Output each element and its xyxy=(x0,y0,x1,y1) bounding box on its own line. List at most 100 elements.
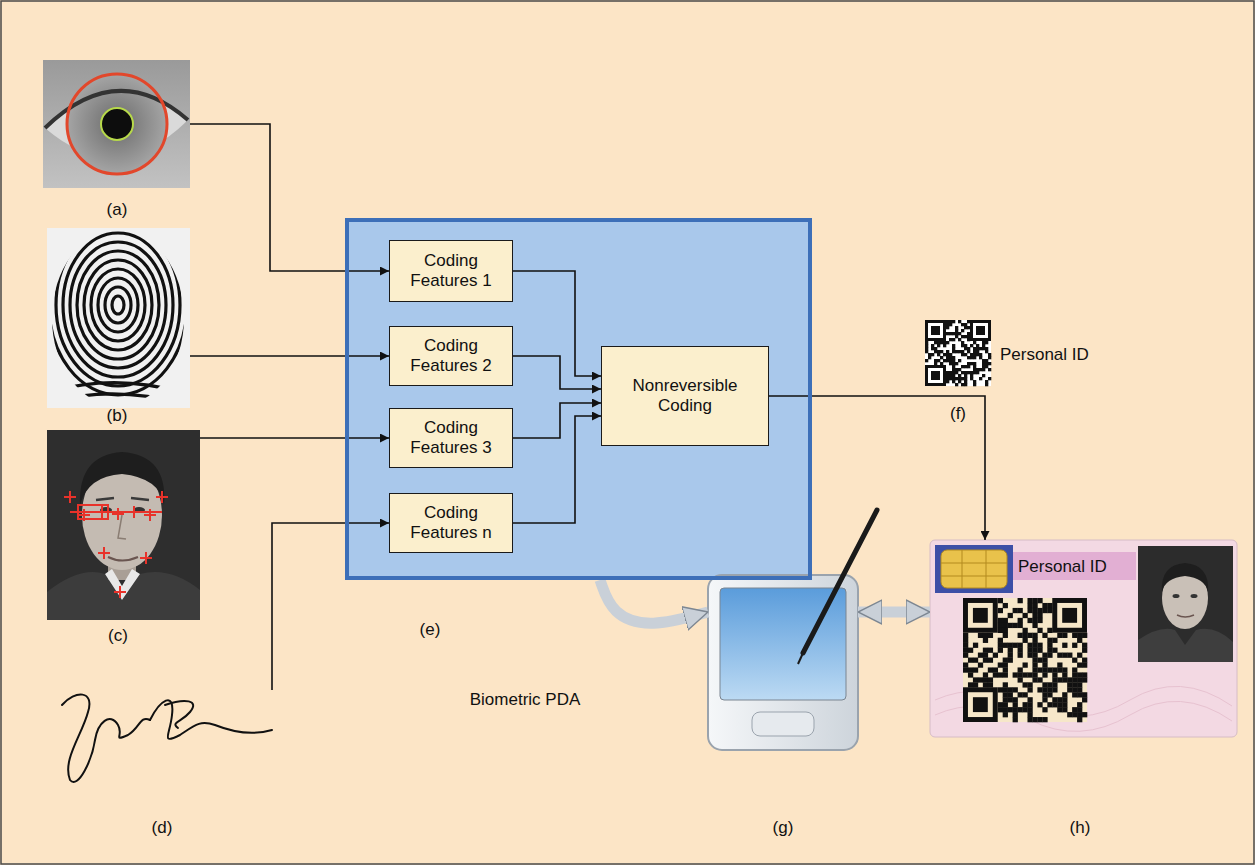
code-icon xyxy=(952,332,955,335)
fingerprint-photo xyxy=(47,228,190,408)
id-card-drawing xyxy=(1042,687,1047,692)
id-card-drawing xyxy=(1047,653,1052,658)
fingerprint-photo xyxy=(91,269,145,341)
id-card-drawing xyxy=(1018,618,1023,623)
id-card-drawing xyxy=(1003,643,1008,648)
id-card-drawing xyxy=(1042,603,1047,608)
code-icon xyxy=(988,368,991,371)
id-card-drawing xyxy=(1032,643,1037,648)
id-card-drawing xyxy=(1072,633,1077,638)
id-card-drawing xyxy=(1042,697,1047,702)
id-card-drawing xyxy=(1027,687,1032,692)
code-icon xyxy=(958,332,961,335)
id-card-drawing xyxy=(968,648,973,653)
id-card-drawing xyxy=(1067,653,1072,658)
signature-drawing xyxy=(150,700,272,739)
id-card-drawing xyxy=(1027,702,1032,707)
id-card-drawing xyxy=(1067,712,1072,717)
code-icon xyxy=(988,362,991,365)
id-card-drawing xyxy=(1027,697,1032,702)
id-card-drawing xyxy=(983,648,988,653)
id-card-drawing xyxy=(1032,662,1037,667)
code-icon xyxy=(979,377,982,380)
code-icon xyxy=(982,344,985,347)
id-card-drawing xyxy=(1072,712,1077,717)
pda-device: (g) xyxy=(708,575,858,750)
face-photo xyxy=(144,509,156,521)
code-icon xyxy=(946,377,949,380)
face-photo xyxy=(80,452,164,505)
box-label: Coding Features 3 xyxy=(397,418,505,459)
id-card-drawing xyxy=(1032,648,1037,653)
id-card-drawing xyxy=(1062,677,1067,682)
id-card-drawing xyxy=(1013,687,1018,692)
code-icon xyxy=(961,329,964,332)
id-card-drawing xyxy=(1052,672,1057,677)
id-card-drawing xyxy=(968,682,973,687)
code-icon xyxy=(970,362,973,365)
id-card-drawing xyxy=(998,638,1003,643)
code-icon xyxy=(934,359,937,362)
code-icon xyxy=(982,365,985,368)
id-card-drawing xyxy=(1062,697,1067,702)
id-card-drawing xyxy=(1003,658,1008,663)
code-icon xyxy=(973,353,976,356)
id-card-drawing xyxy=(983,672,988,677)
code-icon xyxy=(982,359,985,362)
fingerprint-photo xyxy=(49,215,190,406)
code-icon xyxy=(967,326,970,329)
id-card-drawing xyxy=(1042,707,1047,712)
id-card-drawing xyxy=(1003,623,1008,628)
face-photo xyxy=(78,509,90,521)
id-card-drawing xyxy=(1042,608,1047,613)
code-icon xyxy=(988,377,991,380)
id-card-drawing xyxy=(998,672,1003,677)
id-card-drawing xyxy=(1173,594,1180,598)
id-card-drawing xyxy=(1057,662,1062,667)
id-card-drawing xyxy=(963,643,968,648)
iris-image: (a) xyxy=(43,60,190,188)
code-icon xyxy=(985,347,988,350)
id-card-drawing xyxy=(963,598,1087,722)
face-photo xyxy=(47,430,200,620)
code-icon xyxy=(940,356,943,359)
code-icon xyxy=(973,383,976,386)
face-photo xyxy=(96,498,149,500)
flow-arrow xyxy=(272,523,389,690)
id-card-drawing xyxy=(1003,667,1008,672)
id-card-drawing xyxy=(1077,707,1082,712)
iris-photo xyxy=(67,74,167,174)
id-card-drawing xyxy=(1023,662,1028,667)
id-card-drawing xyxy=(1027,653,1032,658)
caption-letter: (a) xyxy=(107,200,128,220)
face-photo xyxy=(114,586,126,598)
code-icon xyxy=(946,371,949,374)
fingerprint-photo xyxy=(105,287,131,323)
id-card-drawing xyxy=(963,598,998,633)
id-card-drawing xyxy=(1077,677,1082,682)
transfer-arrow xyxy=(600,580,708,623)
process-box: Coding Features 3 xyxy=(389,408,513,468)
code-icon xyxy=(964,383,967,386)
id-card-drawing xyxy=(1003,682,1008,687)
id-card-drawing xyxy=(1027,633,1032,638)
id-card-drawing xyxy=(1013,717,1018,722)
code-icon xyxy=(934,362,937,365)
code-icon xyxy=(973,356,976,359)
code-icon xyxy=(952,356,955,359)
transfer-arrow xyxy=(858,607,930,618)
id-card-drawing xyxy=(988,667,993,672)
id-card-drawing xyxy=(983,633,988,638)
box-label: Coding Features 2 xyxy=(397,336,505,377)
id-card-drawing xyxy=(1003,687,1008,692)
id-card-drawing xyxy=(1062,702,1067,707)
id-card-drawing xyxy=(973,697,988,712)
code-icon xyxy=(925,350,928,353)
id-card-drawing xyxy=(1047,648,1052,653)
id-card-drawing xyxy=(1052,667,1057,672)
id-card-drawing xyxy=(988,648,993,653)
code-icon xyxy=(973,365,976,368)
signature-image: (d) xyxy=(48,690,275,790)
id-card-drawing xyxy=(1047,692,1052,697)
id-card-drawing xyxy=(1018,598,1023,603)
